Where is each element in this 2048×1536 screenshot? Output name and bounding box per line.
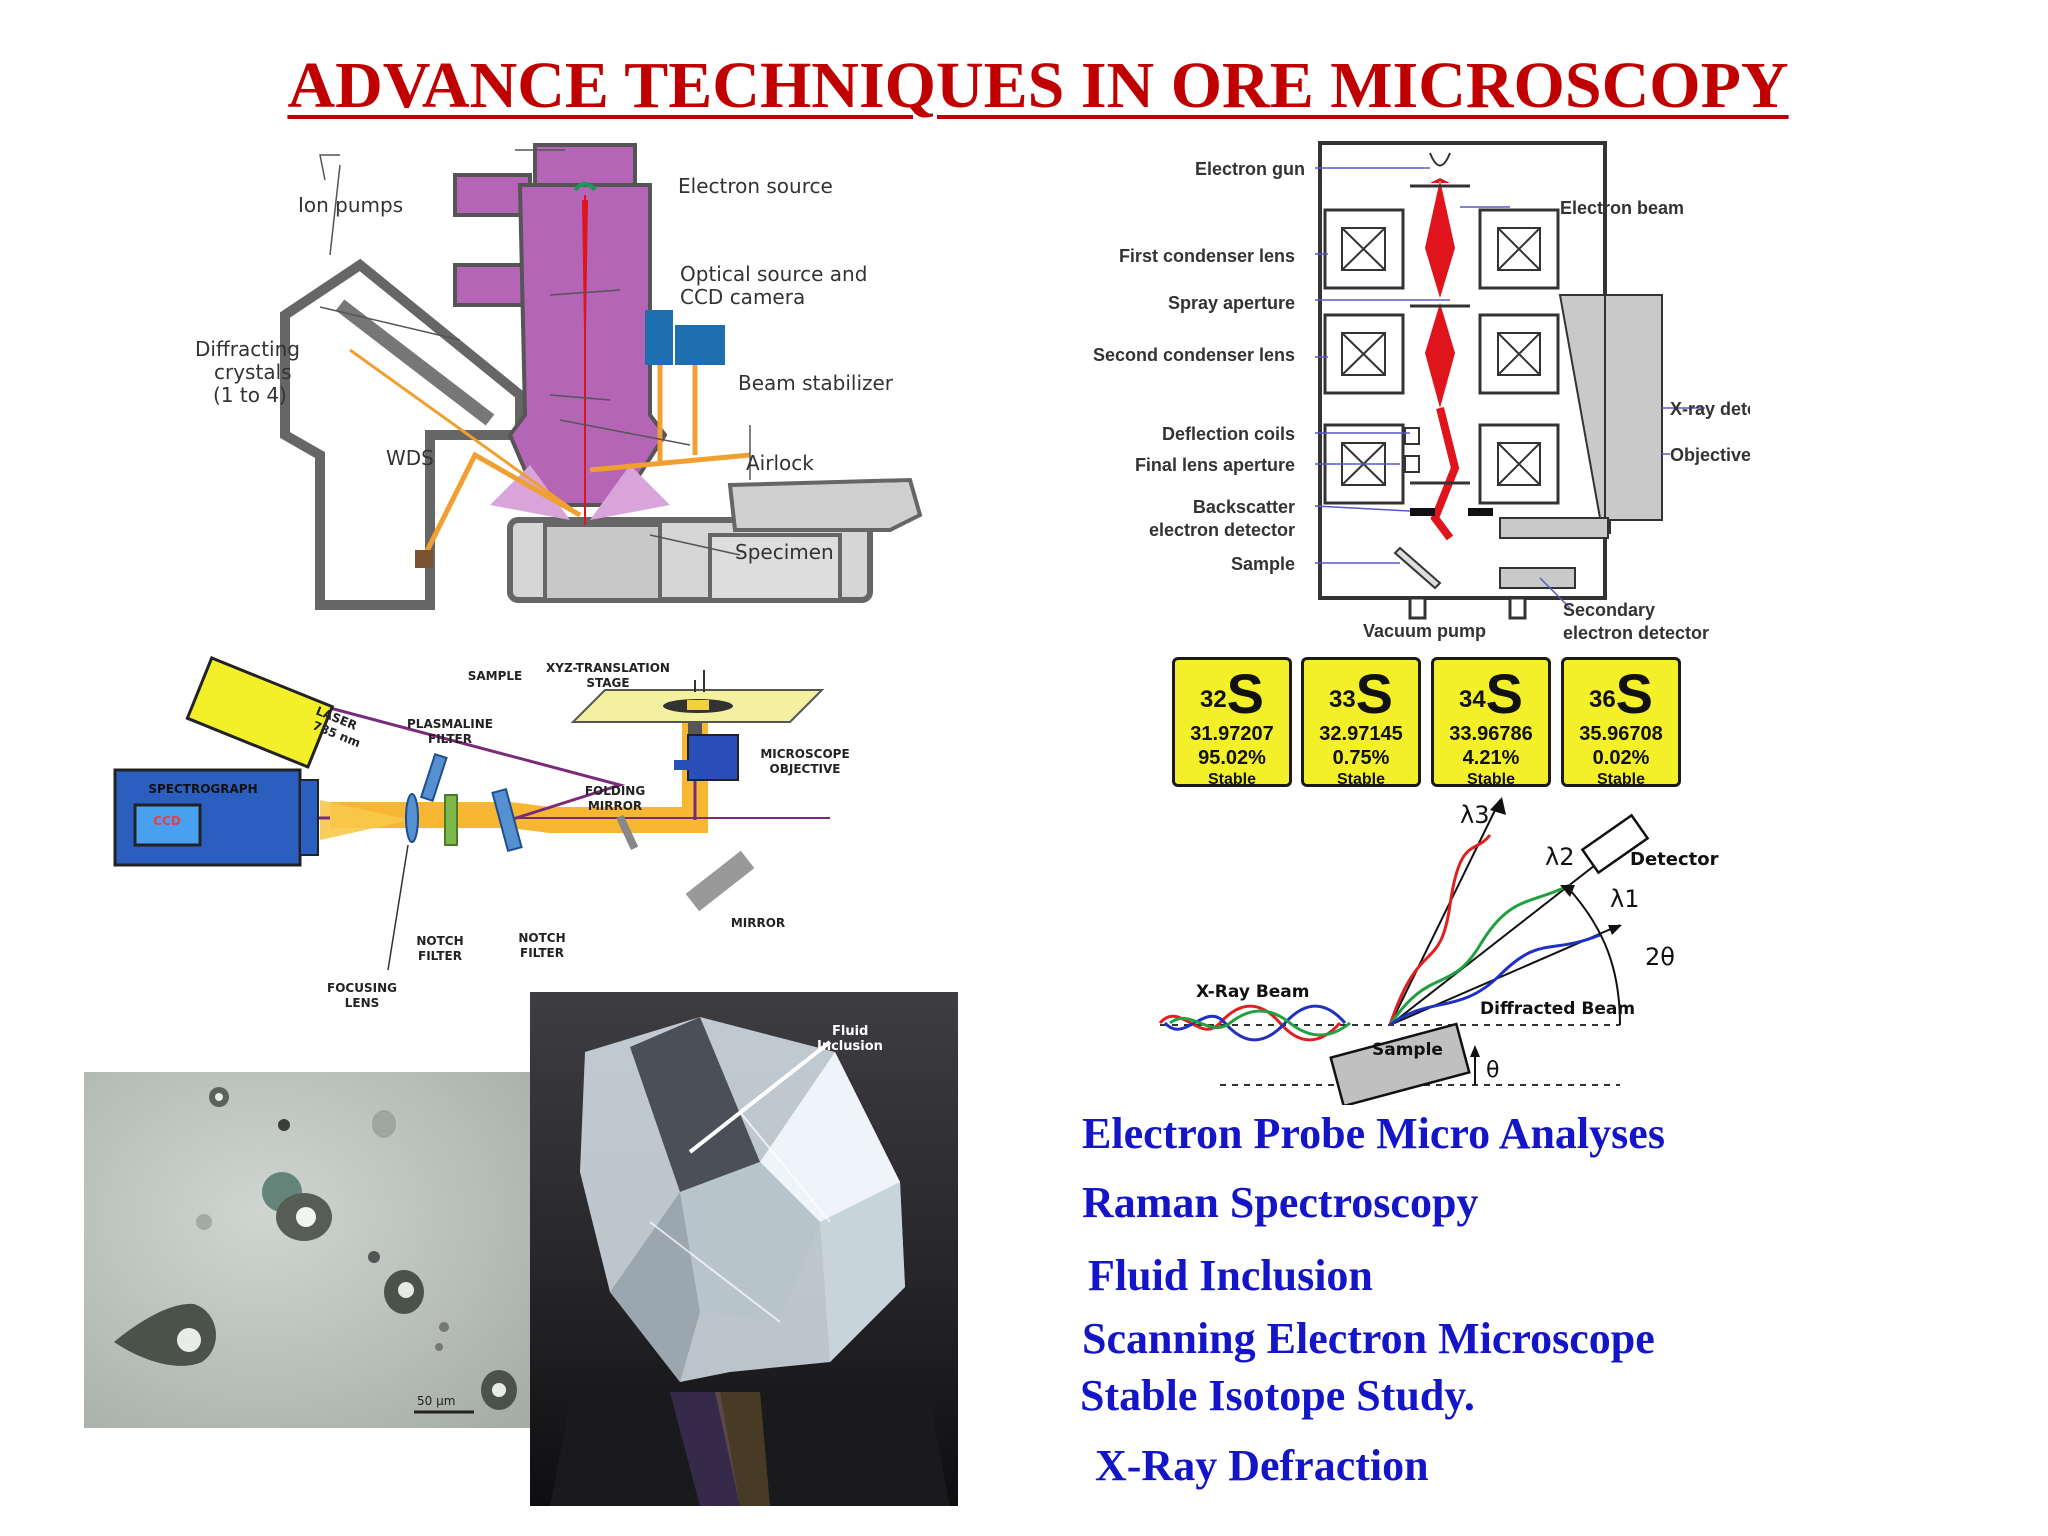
label-diffracting: Diffracting	[195, 337, 300, 361]
fluid-inclusion-micrograph: 50 μm	[84, 1072, 530, 1428]
label-electron-source: Electron source	[678, 174, 833, 198]
label-vacuum-pump: Vacuum pump	[1363, 621, 1486, 641]
technique-stable-isotope: Stable Isotope Study.	[1080, 1371, 1475, 1420]
sem-diagram: Electron gun Electron beam First condens…	[1093, 141, 1750, 643]
label-mirror: MIRROR	[731, 916, 785, 930]
label-crystals: crystals	[214, 360, 292, 384]
label-electron-gun: Electron gun	[1195, 159, 1305, 179]
label-two-theta: 2θ	[1645, 943, 1675, 971]
label-ion-pumps: Ion pumps	[298, 193, 403, 217]
label-backscatter-detector: electron detector	[1149, 520, 1295, 540]
label-focusing-lens: LENS	[345, 996, 380, 1010]
label-notch-filter-a: NOTCH	[416, 934, 463, 948]
label-xrd-sample: Sample	[1372, 1040, 1443, 1060]
technique-raman: Raman Spectroscopy	[1082, 1178, 1479, 1227]
label-final-aperture: Final lens aperture	[1135, 455, 1295, 475]
label-ccd-camera: CCD camera	[680, 285, 805, 309]
label-xray-detector: X-ray detector	[1670, 399, 1750, 419]
xrd-diagram: λ3 λ2 λ1 Detector 2θ X-Ray Beam Diffract…	[1158, 797, 1719, 1105]
isotope-tile-34: 34S 33.96786 4.21% Stable	[1431, 657, 1551, 787]
isotope-tile-36: 36S 35.96708 0.02% Stable	[1561, 657, 1681, 787]
page-title: ADVANCE TECHNIQUES IN ORE MICROSCOPY	[287, 49, 1789, 122]
label-lambda-1: λ1	[1610, 885, 1639, 913]
label-folding-mirror: MIRROR	[588, 799, 642, 813]
label-xyz-stage-2: STAGE	[586, 676, 629, 690]
label-airlock: Airlock	[746, 451, 814, 475]
label-electron-beam: Electron beam	[1560, 198, 1684, 218]
label-lambda-2: λ2	[1545, 843, 1574, 871]
label-notch-filter-a-2: FILTER	[418, 949, 462, 963]
label-ccd: CCD	[153, 814, 181, 828]
label-xyz-stage: XYZ-TRANSLATION	[546, 661, 670, 675]
label-fluid: Fluid	[832, 1024, 868, 1039]
label-plasmaline: PLASMALINE	[407, 717, 493, 731]
technique-xrd: X-Ray Defraction	[1095, 1441, 1429, 1490]
technique-epma: Electron Probe Micro Analyses	[1082, 1109, 1665, 1158]
label-wds: WDS	[386, 446, 434, 470]
label-second-condenser: Second condenser lens	[1093, 345, 1295, 365]
label-secondary-detector: electron detector	[1563, 623, 1709, 643]
label-diffracted-beam: Diffracted Beam	[1480, 999, 1635, 1019]
label-spectrograph: SPECTROGRAPH	[148, 782, 257, 796]
label-lambda-3: λ3	[1460, 801, 1489, 829]
label-focusing: FOCUSING	[327, 981, 397, 995]
label-beam-stabilizer: Beam stabilizer	[738, 371, 894, 395]
label-theta: θ	[1486, 1058, 1499, 1083]
label-sample: Sample	[1231, 554, 1295, 574]
label-deflection-coils: Deflection coils	[1162, 424, 1295, 444]
label-notch-filter-b: NOTCH	[518, 931, 565, 945]
label-microscope: MICROSCOPE	[760, 747, 849, 761]
label-secondary: Secondary	[1563, 600, 1655, 620]
technique-sem: Scanning Electron Microscope	[1082, 1314, 1655, 1363]
label-folding: FOLDING	[585, 784, 645, 798]
label-crystals-count: (1 to 4)	[213, 383, 287, 407]
label-detector: Detector	[1630, 849, 1719, 870]
label-specimen: Specimen	[735, 540, 834, 564]
label-xray-beam: X-Ray Beam	[1196, 982, 1310, 1002]
epma-diagram: Ion pumps Electron source Optical source…	[195, 143, 923, 610]
label-inclusion: Inclusion	[817, 1039, 883, 1054]
label-sample: SAMPLE	[468, 669, 523, 683]
technique-fluid-inclusion: Fluid Inclusion	[1088, 1251, 1373, 1300]
label-first-condenser: First condenser lens	[1119, 246, 1295, 266]
raman-diagram: XYZ-TRANSLATION STAGE SAMPLE LASER 785 n…	[113, 656, 850, 1010]
label-optical-source: Optical source and	[680, 262, 867, 286]
label-spray-aperture: Spray aperture	[1168, 293, 1295, 313]
label-backscatter: Backscatter	[1193, 497, 1295, 517]
label-notch-filter-b-2: FILTER	[520, 946, 564, 960]
isotope-tile-32: 32S 31.97207 95.02% Stable	[1172, 657, 1292, 787]
micrograph-scale-label: 50 μm	[417, 1394, 455, 1408]
isotope-tile-33: 33S 32.97145 0.75% Stable	[1301, 657, 1421, 787]
label-objective: OBJECTIVE	[770, 762, 841, 776]
quartz-crystal-photo: Fluid Inclusion	[530, 992, 958, 1506]
label-plasmaline-filter: FILTER	[428, 732, 472, 746]
label-objective-lens: Objective lens	[1670, 445, 1750, 465]
